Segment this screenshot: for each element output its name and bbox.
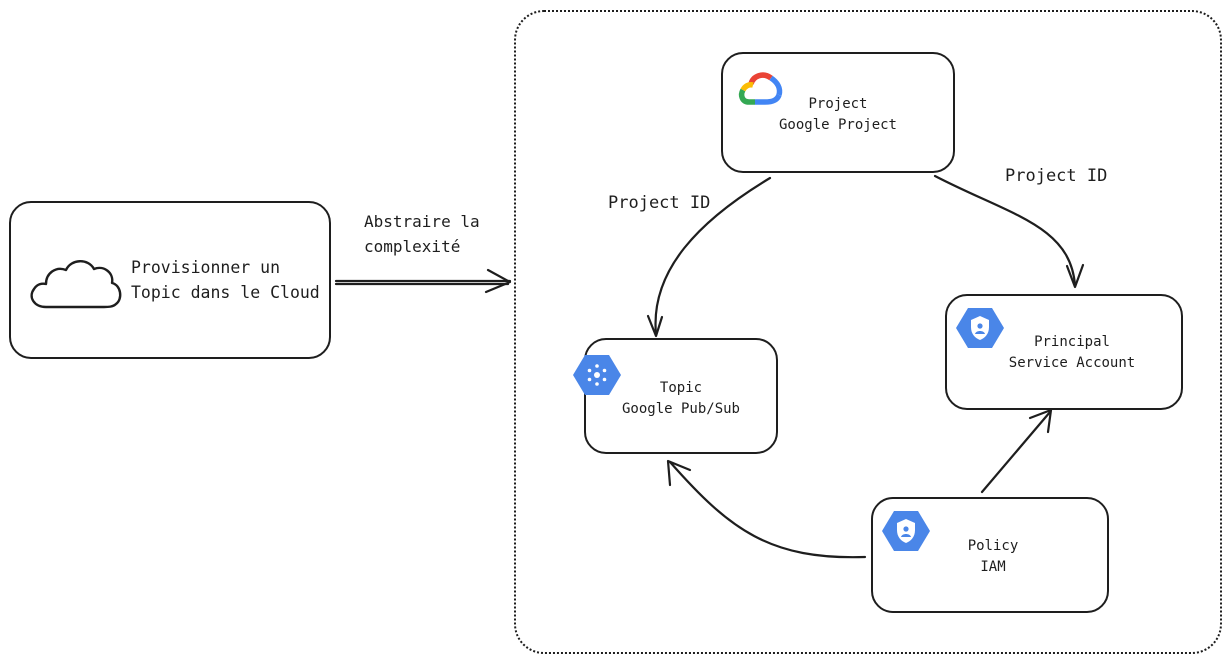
- google-cloud-logo-icon: [738, 72, 783, 105]
- node-topic-line1: Topic: [659, 380, 703, 396]
- arrow-project-to-topic: [654, 176, 772, 336]
- arrow-project-to-principal: [933, 174, 1077, 287]
- node-principal-line1: Principal: [1034, 334, 1110, 350]
- arrow-policy-to-principal-head: [1028, 408, 1053, 434]
- gcp-group-frame: [514, 10, 1222, 654]
- node-provision-topic-line2: Topic dans le Cloud: [131, 283, 320, 302]
- arrow-abstract: [334, 279, 512, 286]
- edge-label-abstract-line1: Abstraire la: [364, 212, 480, 231]
- node-topic-line2: Google Pub/Sub: [621, 401, 740, 417]
- node-principal-line2: Service Account: [1008, 355, 1136, 371]
- node-topic[interactable]: Topic Google Pub/Sub: [573, 338, 778, 454]
- pubsub-icon: [573, 355, 621, 395]
- node-project-line1: Project: [808, 96, 868, 112]
- arrow-project-to-principal-head: [1065, 263, 1085, 289]
- arrow-policy-to-topic-head: [666, 459, 692, 487]
- service-account-icon: [956, 308, 1004, 348]
- arrow-project-to-topic-head: [646, 314, 664, 338]
- edge-label-project-to-principal: Project ID: [1005, 166, 1108, 186]
- iam-icon: [882, 511, 930, 551]
- edge-label-project-to-topic: Project ID: [608, 193, 711, 213]
- node-project[interactable]: Project Google Project: [721, 52, 955, 173]
- node-project-label: Project Google Project: [763, 94, 913, 136]
- arrow-abstract-head: [484, 268, 512, 294]
- node-topic-label: Topic Google Pub/Sub: [596, 378, 766, 420]
- node-principal-label: Principal Service Account: [987, 332, 1157, 374]
- node-policy-label: Policy IAM: [913, 536, 1073, 578]
- node-policy-line2: IAM: [980, 559, 1006, 575]
- node-policy-line1: Policy: [967, 538, 1019, 554]
- node-provision-topic-line1: Provisionner un: [131, 258, 281, 277]
- node-provision-topic-label: Provisionner un Topic dans le Cloud: [131, 255, 331, 305]
- arrow-policy-to-principal: [980, 410, 1052, 494]
- node-principal[interactable]: Principal Service Account: [945, 294, 1183, 410]
- node-policy[interactable]: Policy IAM: [871, 497, 1109, 613]
- edge-label-abstract-line2: complexité: [364, 237, 461, 256]
- arrow-policy-to-topic: [668, 460, 867, 559]
- cloud-outline-icon: [30, 260, 122, 309]
- node-project-line2: Google Project: [778, 117, 897, 133]
- edge-label-abstract: Abstraire la complexité: [364, 209, 480, 259]
- node-provision-topic[interactable]: Provisionner un Topic dans le Cloud: [9, 201, 331, 359]
